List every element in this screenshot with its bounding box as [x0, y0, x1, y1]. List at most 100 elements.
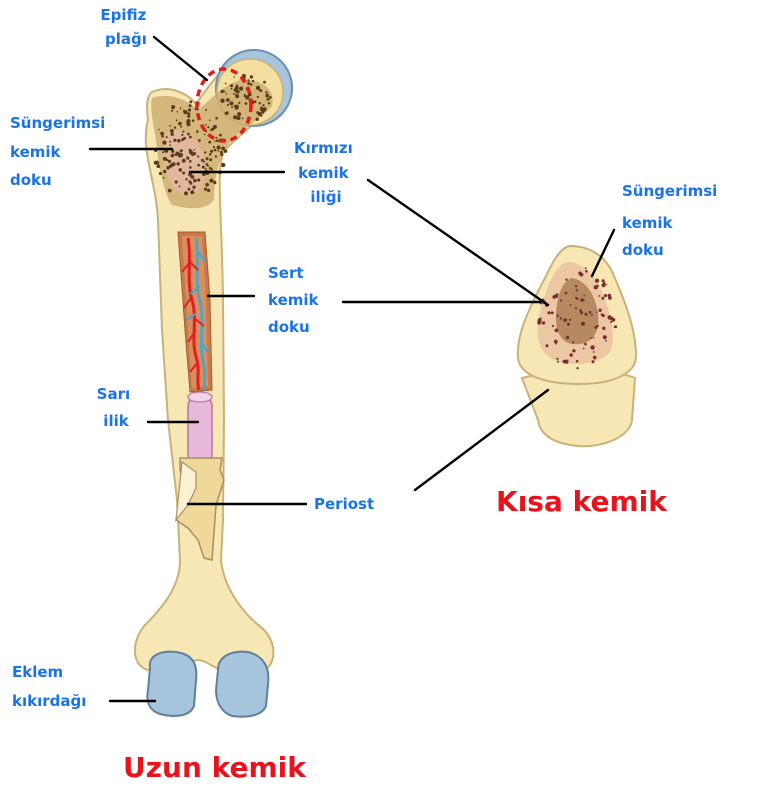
leader-red-marrow-short — [368, 180, 548, 305]
pore-dot — [190, 191, 193, 194]
pore-dot — [245, 95, 249, 99]
pore-dot — [254, 100, 257, 103]
pore-dot — [157, 161, 159, 163]
pore-dot — [593, 337, 595, 339]
pore-dot — [180, 126, 182, 128]
pore-dot — [592, 360, 595, 363]
pore-dot — [173, 139, 176, 142]
pore-dot — [197, 178, 200, 181]
pore-dot — [220, 153, 223, 156]
pore-dot — [207, 165, 209, 167]
pore-dot — [185, 178, 187, 180]
pore-dot — [590, 345, 594, 349]
pore-dot — [206, 157, 209, 160]
pore-dot — [576, 297, 579, 300]
pore-dot — [205, 183, 209, 187]
pore-dot — [595, 279, 599, 283]
pore-dot — [604, 294, 607, 297]
pore-dot — [216, 139, 219, 142]
pore-dot — [238, 102, 240, 104]
pore-dot — [175, 153, 178, 156]
pore-dot — [220, 151, 223, 154]
pore-dot — [556, 358, 558, 360]
pore-dot — [565, 279, 567, 281]
pore-dot — [263, 107, 266, 110]
label-red-marrow: Kırmızı kemik iliği — [294, 139, 358, 206]
pore-dot — [168, 160, 171, 163]
pore-dot — [179, 153, 183, 157]
pore-dot — [188, 188, 191, 191]
pore-dot — [233, 76, 235, 78]
pore-dot — [554, 294, 558, 298]
pore-dot — [209, 158, 212, 161]
pore-dot — [182, 131, 184, 133]
pore-dot — [204, 188, 207, 191]
label-spongy-bone-long: Süngerimsi kemik doku — [10, 114, 111, 189]
pore-dot — [593, 351, 595, 353]
pore-dot — [213, 181, 216, 184]
pore-dot — [213, 125, 217, 129]
pore-dot — [224, 91, 226, 93]
pore-dot — [171, 154, 175, 158]
pore-dot — [256, 86, 260, 90]
cartilage-right — [216, 652, 268, 717]
pore-dot — [608, 294, 612, 298]
pore-dot — [218, 147, 220, 149]
pore-dot — [256, 111, 259, 114]
pore-dot — [159, 172, 162, 175]
pore-dot — [580, 311, 583, 314]
title-long-bone: Uzun kemik — [123, 751, 307, 784]
pore-dot — [203, 161, 205, 163]
pore-dot — [187, 133, 190, 136]
pore-dot — [231, 106, 233, 108]
pore-dot — [560, 317, 562, 319]
pore-dot — [157, 164, 161, 168]
pore-dot — [267, 98, 270, 101]
pore-dot — [555, 329, 559, 333]
pore-dot — [191, 152, 195, 156]
label-yellow-marrow: Sarı ilik — [97, 385, 136, 430]
pore-dot — [180, 150, 183, 153]
pore-dot — [265, 94, 269, 98]
pore-dot — [576, 360, 579, 363]
pore-dot — [207, 189, 210, 192]
pore-dot — [187, 112, 190, 115]
pore-dot — [214, 140, 216, 142]
pore-dot — [601, 297, 604, 300]
pore-dot — [261, 107, 264, 110]
pore-dot — [250, 75, 253, 78]
pore-dot — [542, 321, 545, 324]
pore-dot — [237, 116, 241, 120]
pore-dot — [552, 325, 554, 327]
pore-dot — [578, 272, 582, 276]
pore-dot — [584, 295, 586, 297]
pore-dot — [603, 335, 607, 339]
pore-dot — [565, 292, 568, 295]
pore-dot — [186, 121, 188, 123]
pore-dot — [560, 300, 562, 302]
pore-dot — [563, 318, 567, 322]
pore-dot — [208, 141, 211, 144]
pore-dot — [162, 151, 164, 153]
pore-dot — [566, 336, 569, 339]
pore-dot — [590, 337, 592, 339]
pore-dot — [160, 132, 164, 136]
pore-dot — [205, 168, 207, 170]
pore-dot — [166, 136, 168, 138]
pore-dot — [177, 139, 181, 143]
label-periosteum: Periost — [314, 495, 374, 513]
pore-dot — [221, 90, 224, 93]
pore-dot — [186, 156, 188, 158]
pore-dot — [197, 164, 200, 167]
pore-dot — [610, 321, 612, 323]
pore-dot — [596, 285, 598, 287]
pore-dot — [557, 315, 559, 317]
pore-dot — [225, 112, 228, 115]
pore-dot — [572, 341, 574, 343]
pore-dot — [221, 147, 225, 151]
pore-dot — [265, 91, 267, 93]
pore-dot — [189, 166, 192, 169]
pore-dot — [196, 108, 198, 110]
pore-dot — [192, 119, 195, 122]
pore-dot — [171, 110, 173, 112]
